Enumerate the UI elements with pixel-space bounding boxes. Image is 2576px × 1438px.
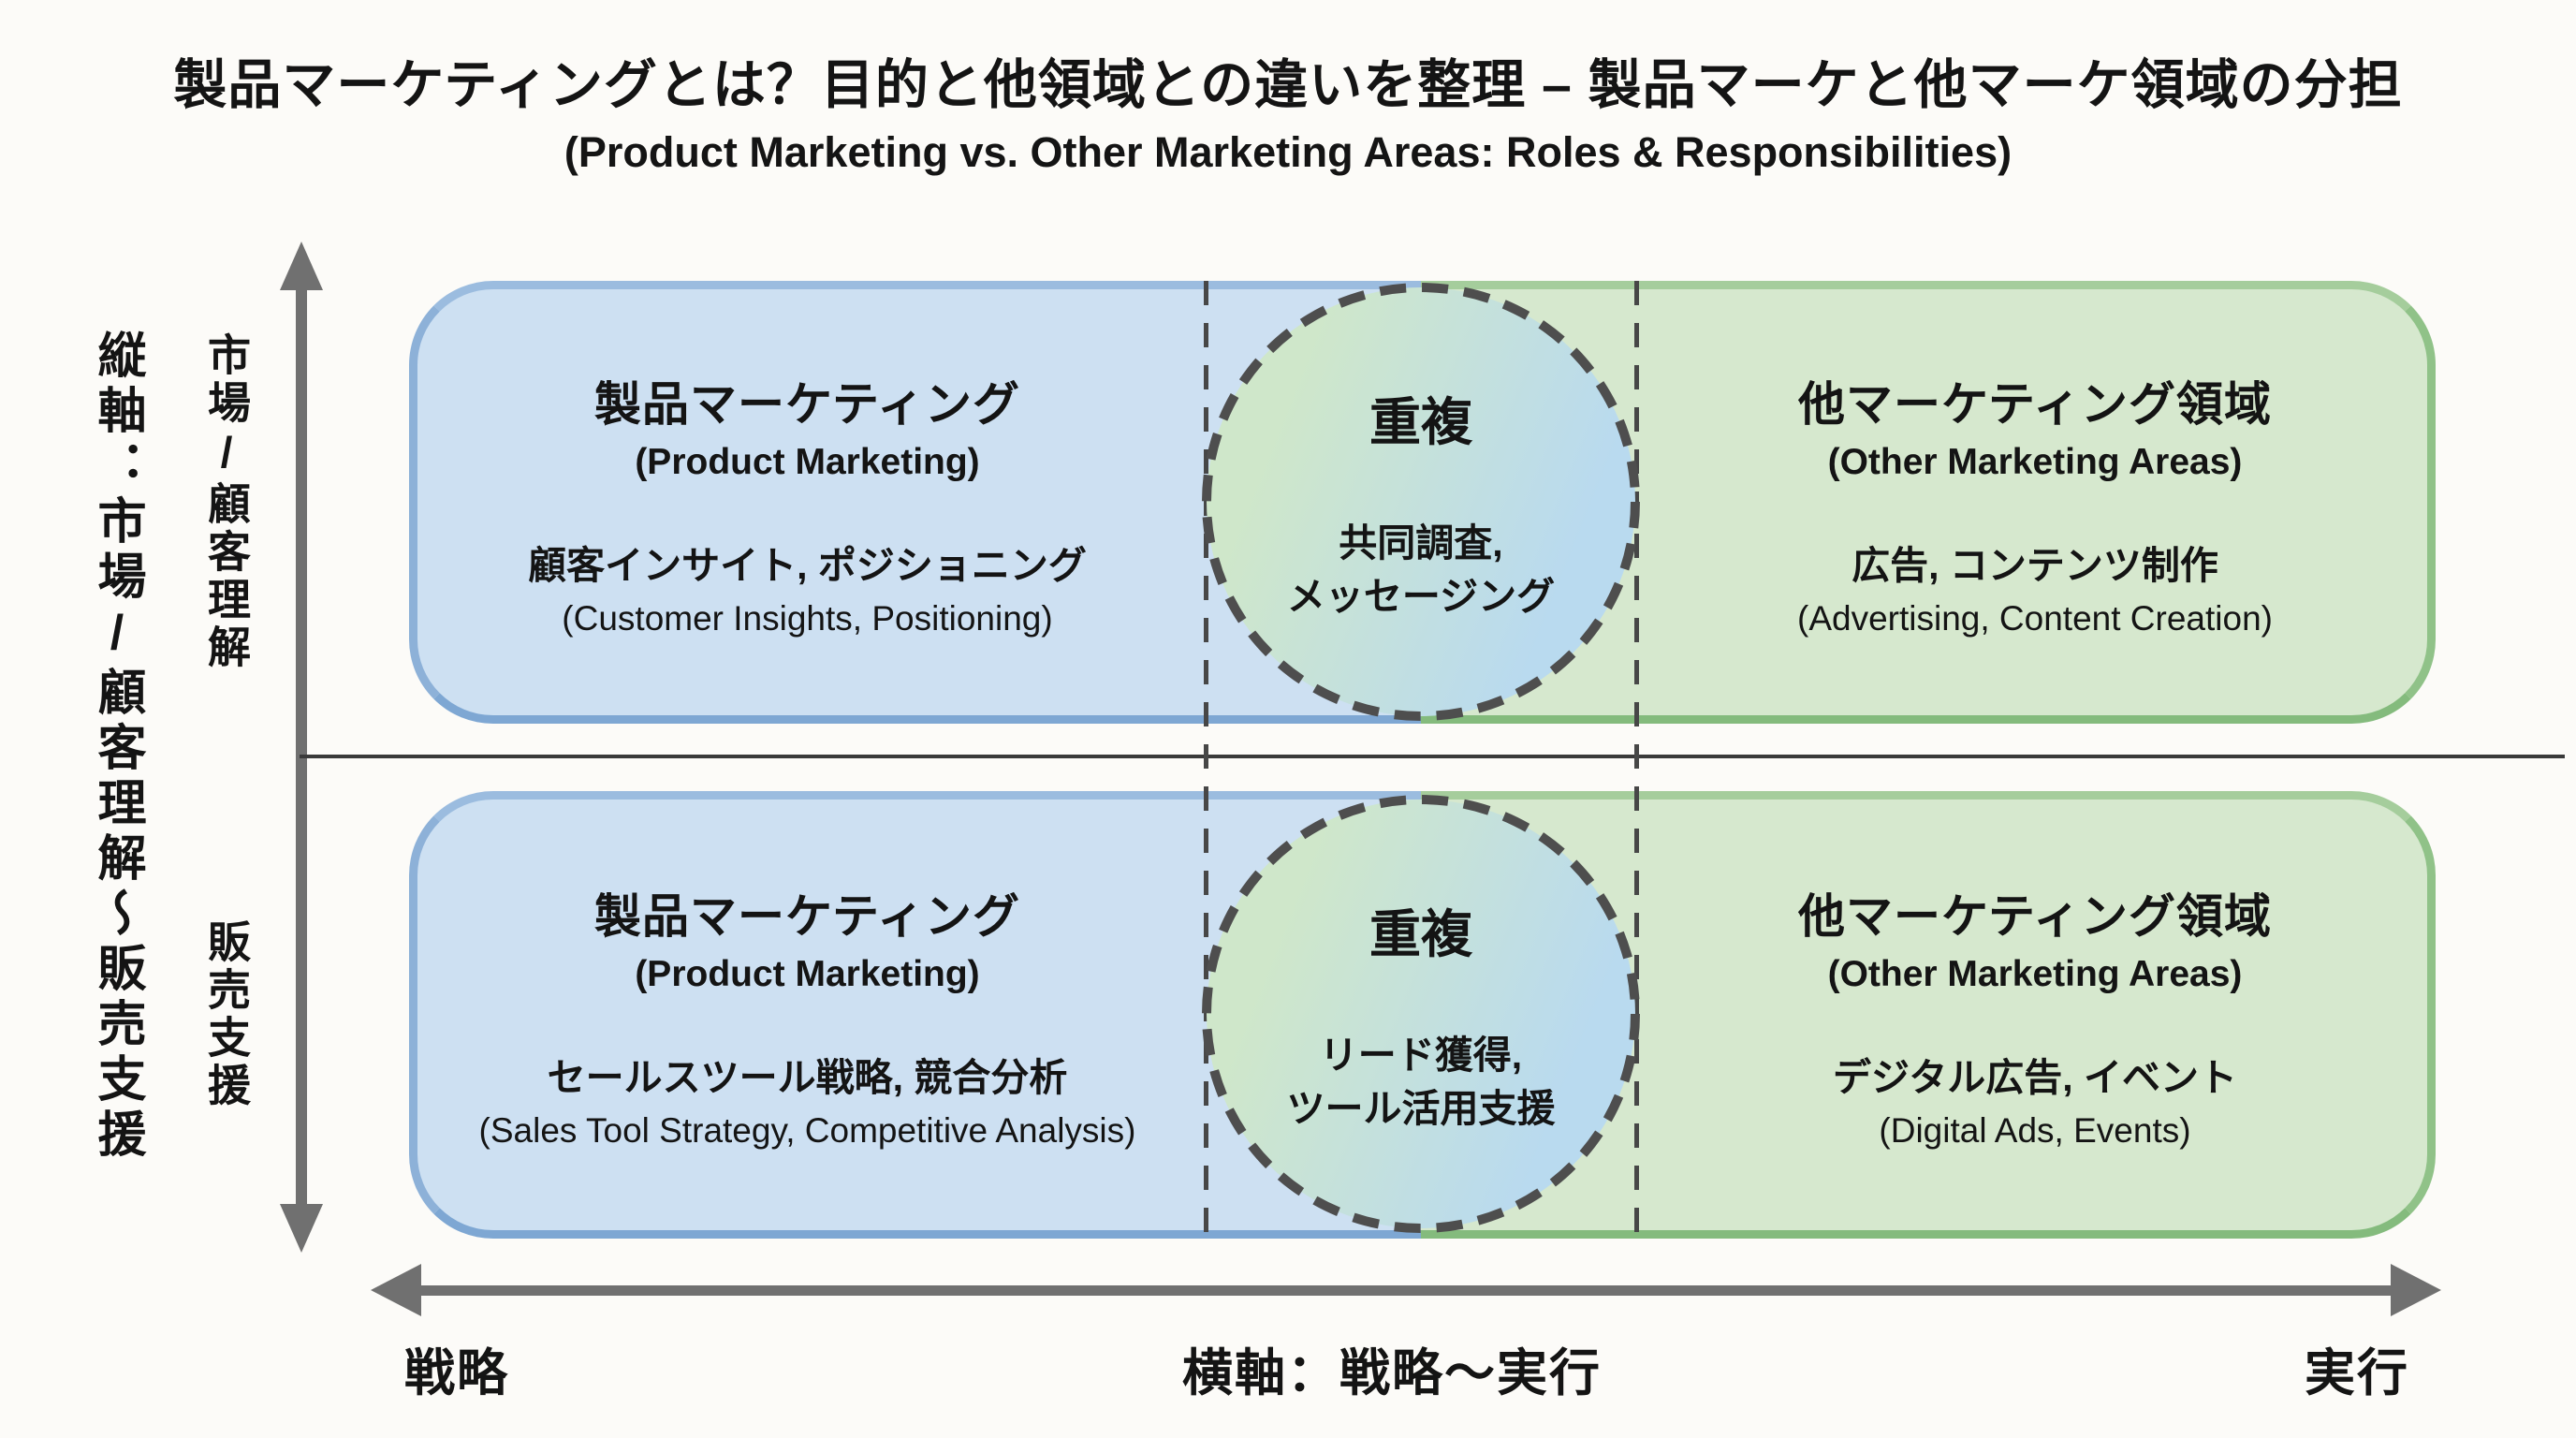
y-axis-bottom-label: 販売支援 — [198, 791, 255, 1239]
overlap-body-line1: リード獲得, — [1319, 1033, 1523, 1077]
quadrant-title: 他マーケティング領域 — [1798, 377, 2272, 431]
quadrant-title: 製品マーケティング — [594, 890, 1020, 943]
x-axis-arrow — [371, 1264, 2441, 1316]
quadrant-body: セールスツール戦略, 競合分析 — [547, 1056, 1068, 1099]
overlap-circle-top — [1198, 279, 1644, 725]
overlap-left-dashed-line — [1204, 281, 1208, 1239]
title-block: 製品マーケティングとは？目的と他領域との違いを整理 – 製品マーケと他マーケ領域… — [0, 52, 2576, 177]
y-axis-top-label: 市場/顧客理解 — [198, 281, 255, 724]
overlap-circle-bottom — [1198, 791, 1644, 1237]
x-axis-label: 横軸：戦略～実行 — [1182, 1345, 1602, 1401]
quadrant-body: 広告, コンテンツ制作 — [1852, 543, 2218, 587]
arrow-up-icon — [280, 242, 323, 290]
x-axis-arrow-bar — [421, 1284, 2391, 1296]
quadrant-body: デジタル広告, イベント — [1833, 1056, 2237, 1099]
quadrant-bottom-right-content: 他マーケティング領域 (Other Marketing Areas) デジタル広… — [1634, 791, 2436, 1239]
y-axis-top-label-text: 市場/顧客理解 — [202, 332, 251, 672]
quadrant-top-right-content: 他マーケティング領域 (Other Marketing Areas) 広告, コ… — [1634, 281, 2436, 724]
page-subtitle: (Product Marketing vs. Other Marketing A… — [564, 128, 2012, 177]
overlap-body: リード獲得, ツール活用支援 — [1287, 1029, 1556, 1137]
quadrant-body-en: (Customer Insights, Positioning) — [562, 598, 1053, 638]
y-axis-arrow-bar — [296, 290, 307, 1204]
quadrant-title: 製品マーケティング — [594, 377, 1020, 431]
quadrant-body: 顧客インサイト, ポジショニング — [528, 543, 1087, 587]
x-axis-right-label: 実行 — [2305, 1345, 2409, 1401]
quadrant-title: 他マーケティング領域 — [1798, 890, 2272, 943]
quadrant-body-en: (Digital Ads, Events) — [1879, 1111, 2191, 1150]
overlap-right-dashed-line — [1634, 281, 1639, 1239]
y-axis-bottom-label-text: 販売支援 — [202, 919, 251, 1110]
quadrant-subtitle: (Other Marketing Areas) — [1827, 954, 2243, 994]
quadrant-subtitle: (Other Marketing Areas) — [1827, 441, 2243, 482]
quadrant-subtitle: (Product Marketing) — [635, 441, 980, 482]
x-axis-left-label: 戦略 — [404, 1345, 509, 1401]
overlap-body-line2: ツール活用支援 — [1286, 1087, 1556, 1130]
overlap-title: 重複 — [1368, 904, 1472, 963]
arrow-right-icon — [2391, 1264, 2441, 1316]
overlap-title: 重複 — [1368, 392, 1472, 451]
overlap-bottom-content: 重複 リード獲得, ツール活用支援 — [1206, 791, 1636, 1237]
quadrant-bottom-left-content: 製品マーケティング (Product Marketing) セールスツール戦略,… — [409, 791, 1206, 1239]
page-title: 製品マーケティングとは？目的と他領域との違いを整理 – 製品マーケと他マーケ領域… — [173, 55, 2403, 115]
arrow-down-icon — [280, 1204, 323, 1253]
y-axis-arrow — [280, 242, 323, 1253]
overlap-top-content: 重複 共同調査, メッセージング — [1206, 279, 1636, 725]
horizontal-divider-line — [300, 755, 2565, 758]
overlap-circle-bottom-shape — [1202, 795, 1640, 1233]
quadrant-subtitle: (Product Marketing) — [635, 954, 980, 994]
overlap-body: 共同調査, メッセージング — [1287, 517, 1555, 624]
quadrant-body-en: (Sales Tool Strategy, Competitive Analys… — [478, 1111, 1136, 1150]
quadrant-body-en: (Advertising, Content Creation) — [1797, 598, 2273, 638]
overlap-circle-top-shape — [1202, 283, 1640, 721]
overlap-body-line1: 共同調査, — [1339, 521, 1503, 565]
y-axis-label: 縦軸：市場/顧客理解～販売支援 — [90, 330, 144, 1164]
quadrant-top-left-content: 製品マーケティング (Product Marketing) 顧客インサイト, ポ… — [409, 281, 1206, 724]
overlap-body-line2: メッセージング — [1286, 575, 1556, 618]
arrow-left-icon — [371, 1264, 421, 1316]
